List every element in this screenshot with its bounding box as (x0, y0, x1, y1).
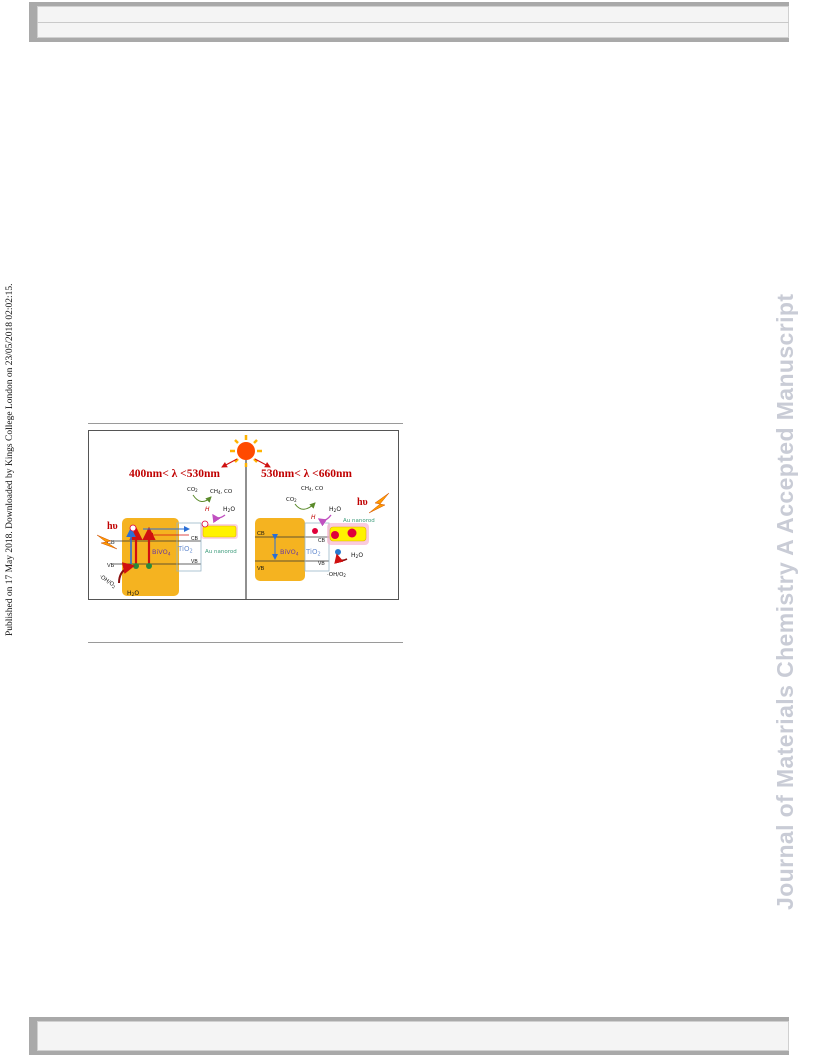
left-products-label: CH4, CO (210, 489, 233, 495)
right-wavelength-label: 530nm< λ <660nm (261, 468, 352, 480)
right-tio2-box (304, 522, 330, 572)
right-tio2-cb-label: CB (318, 538, 326, 544)
left-hole-1 (133, 563, 139, 569)
figure-top-rule (88, 423, 403, 424)
figure-mechanism-scheme: 400nm< λ <530nm CB VB BiVO4 TiO2 CB VB A… (88, 430, 399, 600)
journal-watermark-text: Journal of Materials Chemistry A Accepte… (772, 293, 798, 910)
left-wavelength-label: 400nm< λ <530nm (129, 468, 220, 480)
left-tio2-vb-label: VB (191, 559, 198, 565)
publication-side-note-text: Published on 17 May 2018. Downloaded by … (5, 283, 15, 636)
right-hole-1 (335, 549, 341, 555)
header-bar-divider (37, 22, 789, 23)
journal-watermark: Journal of Materials Chemistry A Accepte… (772, 294, 798, 910)
left-cb-label: CB (107, 540, 115, 546)
footer-bar (29, 1017, 789, 1055)
left-tio2-cb-label: CB (191, 536, 199, 542)
right-oh-o2-label: ·OH/O2 (327, 572, 346, 578)
figure-bottom-rule (88, 642, 403, 643)
right-h-label: H (311, 514, 316, 521)
scheme-svg: 400nm< λ <530nm CB VB BiVO4 TiO2 CB VB A… (96, 435, 390, 599)
right-h2o-label: H2O (329, 506, 341, 514)
left-au-nanorod-label: Au nanorod (205, 549, 237, 555)
footer-bar-inner (37, 1021, 789, 1051)
left-panel: 400nm< λ <530nm CB VB BiVO4 TiO2 CB VB A… (96, 468, 238, 598)
left-au-nanorod (202, 525, 237, 538)
left-h2o-label: H2O (223, 506, 235, 514)
left-tio2-label: TiO2 (177, 545, 193, 555)
right-products-label: CH4, CO (301, 486, 324, 492)
header-bar (29, 2, 789, 42)
left-h-label: H (205, 506, 210, 513)
left-electron-2 (201, 520, 209, 528)
right-co2-label: CO2 (286, 497, 297, 503)
left-oh-o2-label: ·OH/O2 (98, 574, 117, 590)
publication-side-note: Published on 17 May 2018. Downloaded by … (5, 283, 15, 636)
right-bivo4-block (255, 518, 305, 581)
right-electron-2 (347, 528, 357, 538)
right-electron-1 (331, 531, 339, 539)
left-hv-label: hυ (107, 521, 118, 532)
right-vb-label: VB (257, 566, 265, 572)
right-h2o-bottom-label: H2O (351, 552, 363, 560)
right-tio2-vb-label: VB (318, 561, 325, 567)
left-lightning-icon (96, 534, 118, 550)
right-hv-label: hυ (357, 497, 368, 508)
right-au-nanorod-label: Au nanorod (343, 518, 375, 524)
right-lightning-icon (368, 492, 390, 514)
right-electron-3 (312, 528, 318, 534)
left-tio2-box (176, 522, 202, 572)
left-hole-2 (146, 563, 152, 569)
left-vb-label: VB (107, 563, 115, 569)
right-cb-label: CB (257, 531, 265, 537)
left-h2o-bottom-label: H2O (127, 590, 139, 598)
right-bivo4-label: BiVO4 (280, 548, 299, 558)
left-co2-label: CO2 (187, 487, 198, 493)
left-bivo4-label: BiVO4 (152, 548, 171, 558)
left-electron-1 (129, 524, 137, 532)
right-tio2-label: TiO2 (305, 548, 321, 558)
right-panel: 530nm< λ <660nm CB VB BiVO4 TiO2 CB VB A… (255, 468, 390, 581)
sun-icon (221, 435, 271, 468)
